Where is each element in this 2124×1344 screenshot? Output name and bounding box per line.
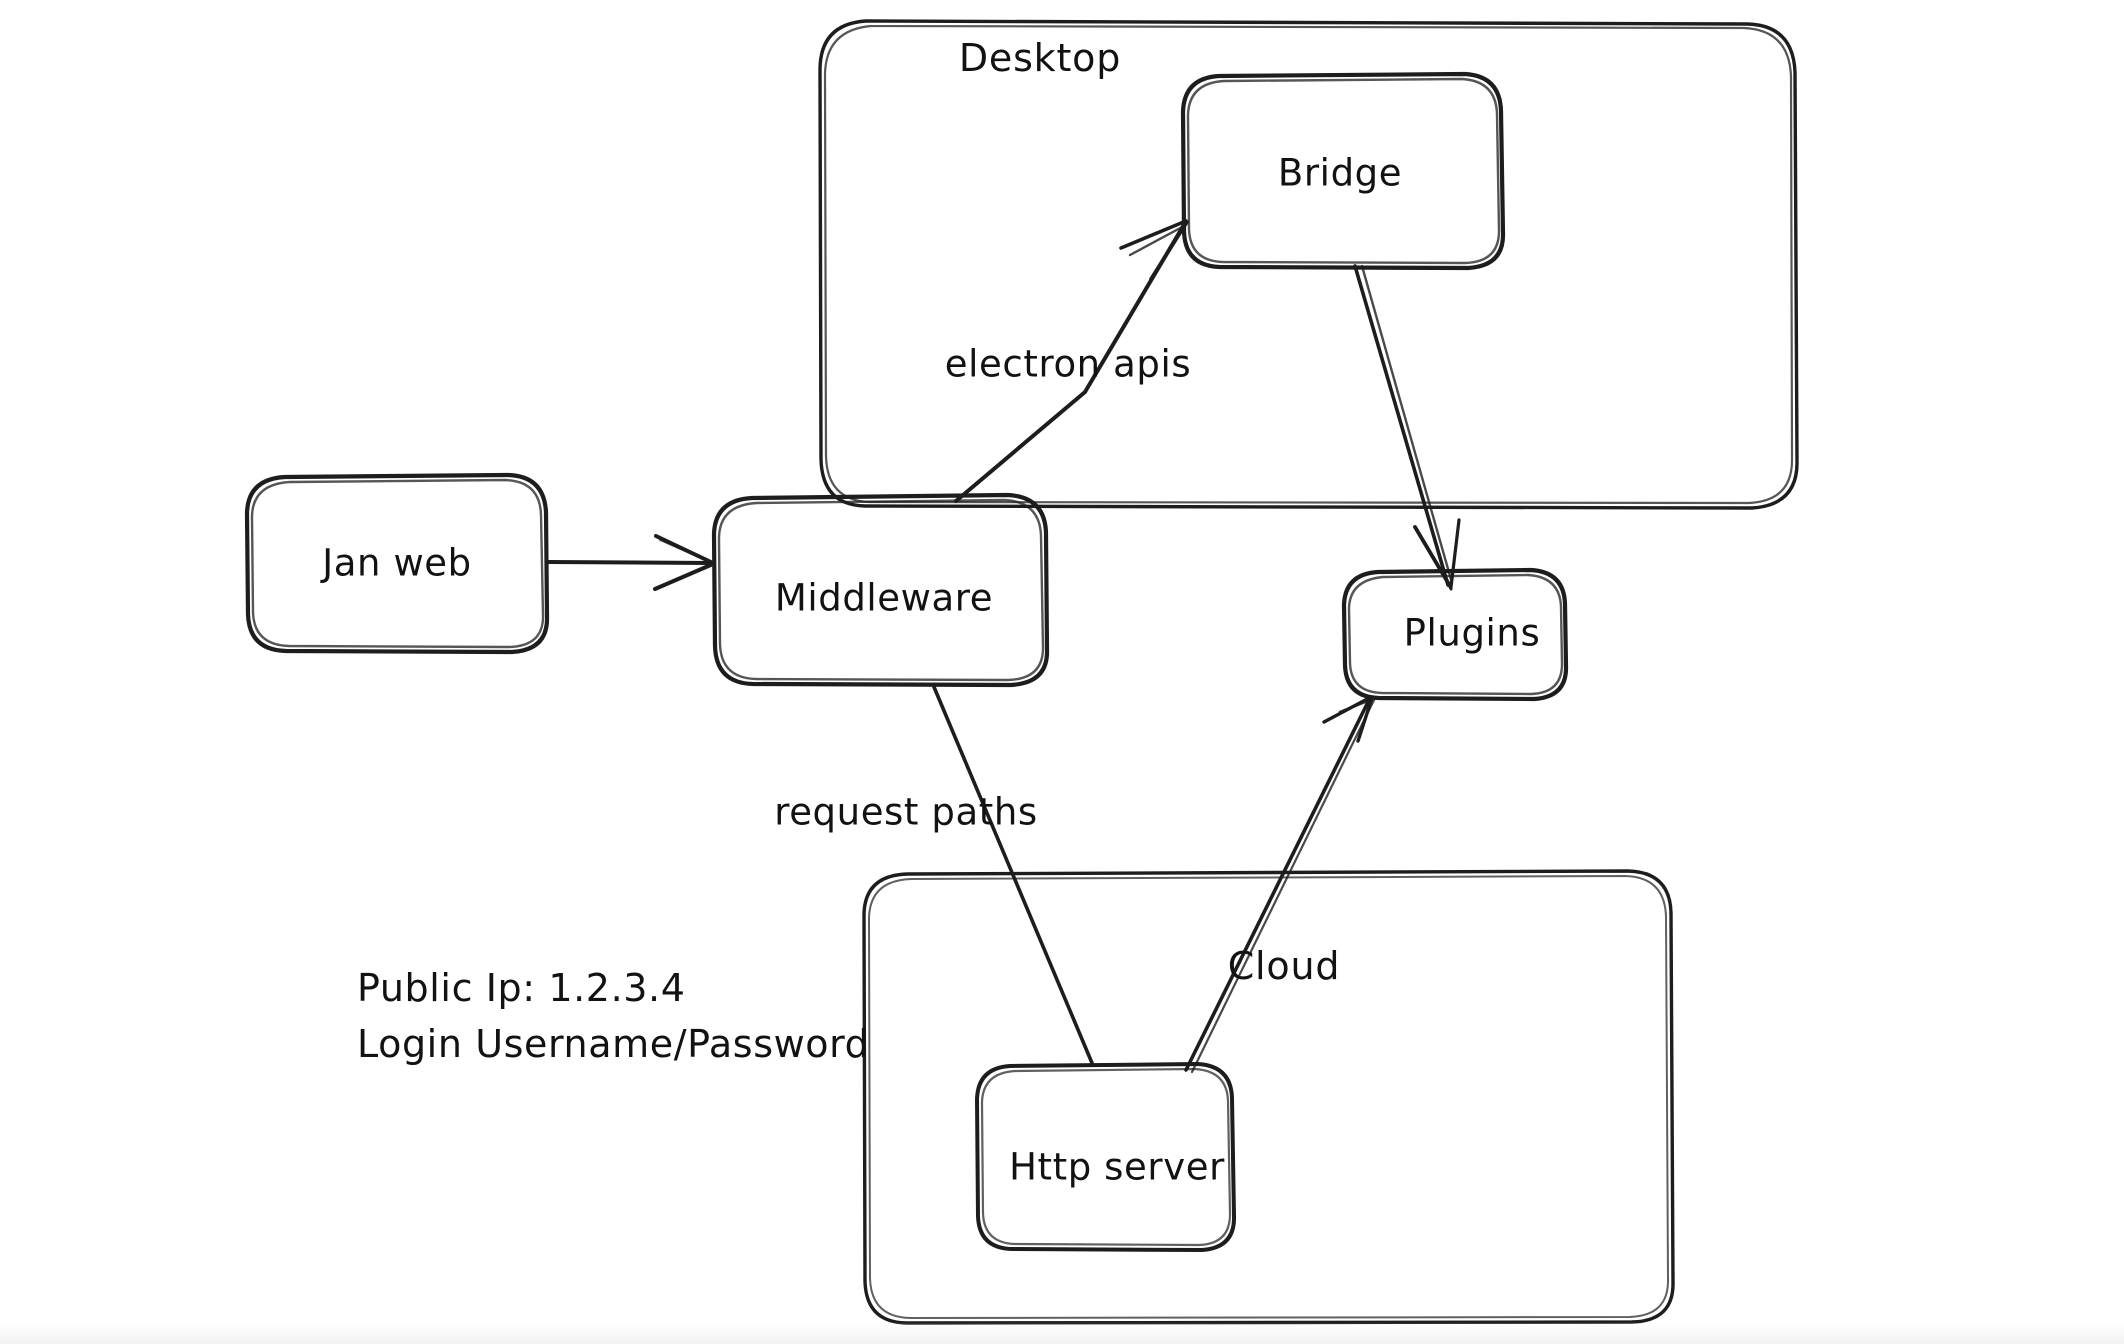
edge-label-electron-apis: electron apis	[944, 342, 1192, 386]
edge-label-request-paths: request paths	[774, 790, 1038, 834]
edge-middleware-bridge	[954, 219, 1189, 503]
login-line: Login Username/Password	[357, 1022, 870, 1066]
edge-janweb-middleware	[546, 534, 715, 591]
edge-bridge-plugins	[1353, 264, 1461, 591]
node-middleware-outline[interactable]	[711, 492, 1050, 688]
container-label-cloud: Cloud	[1227, 944, 1341, 988]
credentials-note: Public Ip: 1.2.3.4 Login Username/Passwo…	[357, 960, 869, 1072]
container-desktop-outline	[818, 19, 1799, 510]
edge-middleware-httpserver	[932, 685, 1094, 1065]
node-http-server-outline[interactable]	[975, 1062, 1237, 1252]
container-label-desktop: Desktop	[958, 36, 1122, 80]
container-cloud-outline	[862, 869, 1675, 1325]
public-ip-line: Public Ip: 1.2.3.4	[357, 966, 686, 1010]
node-plugins-outline[interactable]	[1341, 567, 1569, 702]
edge-httpserver-plugins	[1184, 695, 1376, 1074]
node-bridge-outline[interactable]	[1180, 71, 1506, 271]
node-jan-web-outline[interactable]	[244, 472, 550, 655]
